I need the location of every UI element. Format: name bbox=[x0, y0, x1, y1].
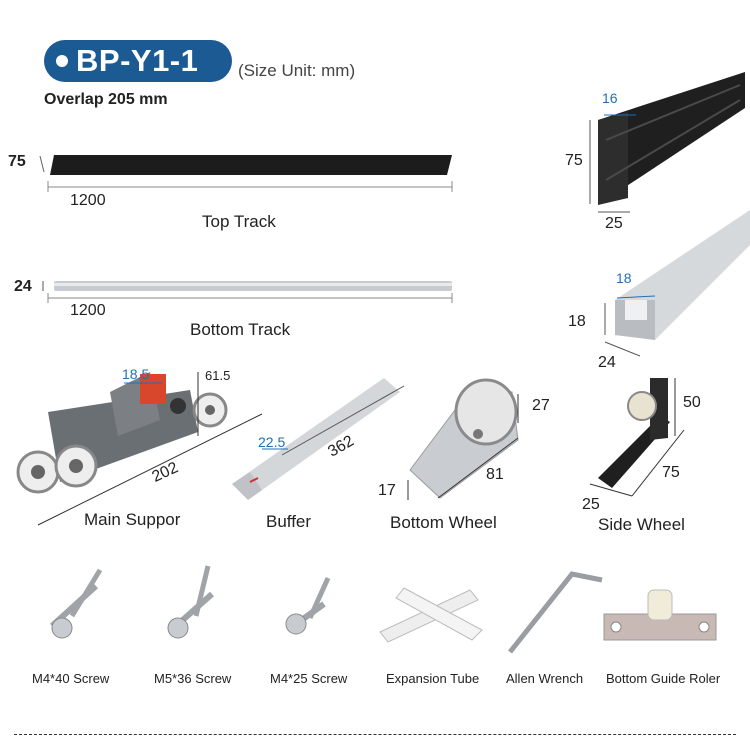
model-title: BP-Y1-1 bbox=[76, 43, 199, 78]
side-wheel-label: Side Wheel bbox=[598, 515, 685, 534]
size-unit-note: (Size Unit: mm) bbox=[238, 61, 356, 80]
bottom-wheel-height: 27 bbox=[532, 397, 550, 414]
side-wheel-width: 25 bbox=[582, 496, 600, 513]
side-wheel-length: 75 bbox=[662, 464, 680, 481]
bullet-dot-icon bbox=[56, 55, 68, 67]
buffer-image bbox=[232, 378, 405, 500]
allen-wrench-image bbox=[508, 571, 603, 654]
accessory-label-allen-wrench: Allen Wrench bbox=[506, 671, 584, 686]
accessory-label-bottom-guide-roller: Bottom Guide Roler bbox=[606, 671, 721, 686]
main-support-height: 61.5 bbox=[205, 368, 231, 383]
top-profile-height: 75 bbox=[565, 152, 583, 169]
side-wheel-image bbox=[589, 378, 685, 497]
accessory-label-m4-40: M4*40 Screw bbox=[32, 671, 110, 686]
overlap-note: Overlap 205 mm bbox=[44, 91, 168, 108]
top-track-length: 1200 bbox=[70, 192, 106, 209]
buffer-label: Buffer bbox=[266, 512, 312, 531]
expansion-tube-image bbox=[379, 587, 483, 643]
top-track-profile-image bbox=[589, 72, 745, 213]
bottom-profile-inner: 18 bbox=[616, 270, 632, 286]
model-badge: BP-Y1-1 bbox=[44, 40, 232, 82]
m4-25-screw-image bbox=[285, 576, 331, 635]
accessory-label-expansion-tube: Expansion Tube bbox=[386, 671, 480, 686]
bottom-guide-roller-image bbox=[603, 589, 717, 641]
bottom-wheel-length: 81 bbox=[486, 466, 504, 483]
accessory-label-m5-36: M5*36 Screw bbox=[154, 671, 232, 686]
buffer-width: 22.5 bbox=[258, 434, 286, 450]
main-support-offset: 18.5 bbox=[122, 366, 150, 382]
top-track-image bbox=[39, 155, 453, 192]
main-support-label: Main Suppor bbox=[84, 510, 181, 529]
main-support-image bbox=[16, 372, 263, 526]
bottom-track-label: Bottom Track bbox=[190, 320, 291, 339]
bottom-track-length: 1200 bbox=[70, 302, 106, 319]
bottom-wheel-image bbox=[407, 378, 519, 500]
m4-40-screw-image bbox=[49, 568, 103, 639]
top-track-label: Top Track bbox=[202, 212, 276, 231]
bottom-track-image bbox=[42, 281, 453, 303]
bottom-profile-width: 24 bbox=[598, 354, 616, 371]
m5-36-screw-image bbox=[167, 565, 214, 639]
bottom-wheel-label: Bottom Wheel bbox=[390, 513, 497, 532]
top-track-height: 75 bbox=[8, 153, 26, 170]
bottom-track-height: 24 bbox=[14, 278, 32, 295]
side-wheel-height: 50 bbox=[683, 394, 701, 411]
accessory-label-m4-25: M4*25 Screw bbox=[270, 671, 348, 686]
top-profile-width: 25 bbox=[605, 215, 623, 232]
dashed-divider bbox=[14, 734, 736, 735]
bottom-wheel-width: 17 bbox=[378, 482, 396, 499]
bottom-track-profile-image bbox=[604, 210, 750, 357]
bottom-profile-height: 18 bbox=[568, 313, 586, 330]
top-profile-inner: 16 bbox=[602, 90, 618, 106]
